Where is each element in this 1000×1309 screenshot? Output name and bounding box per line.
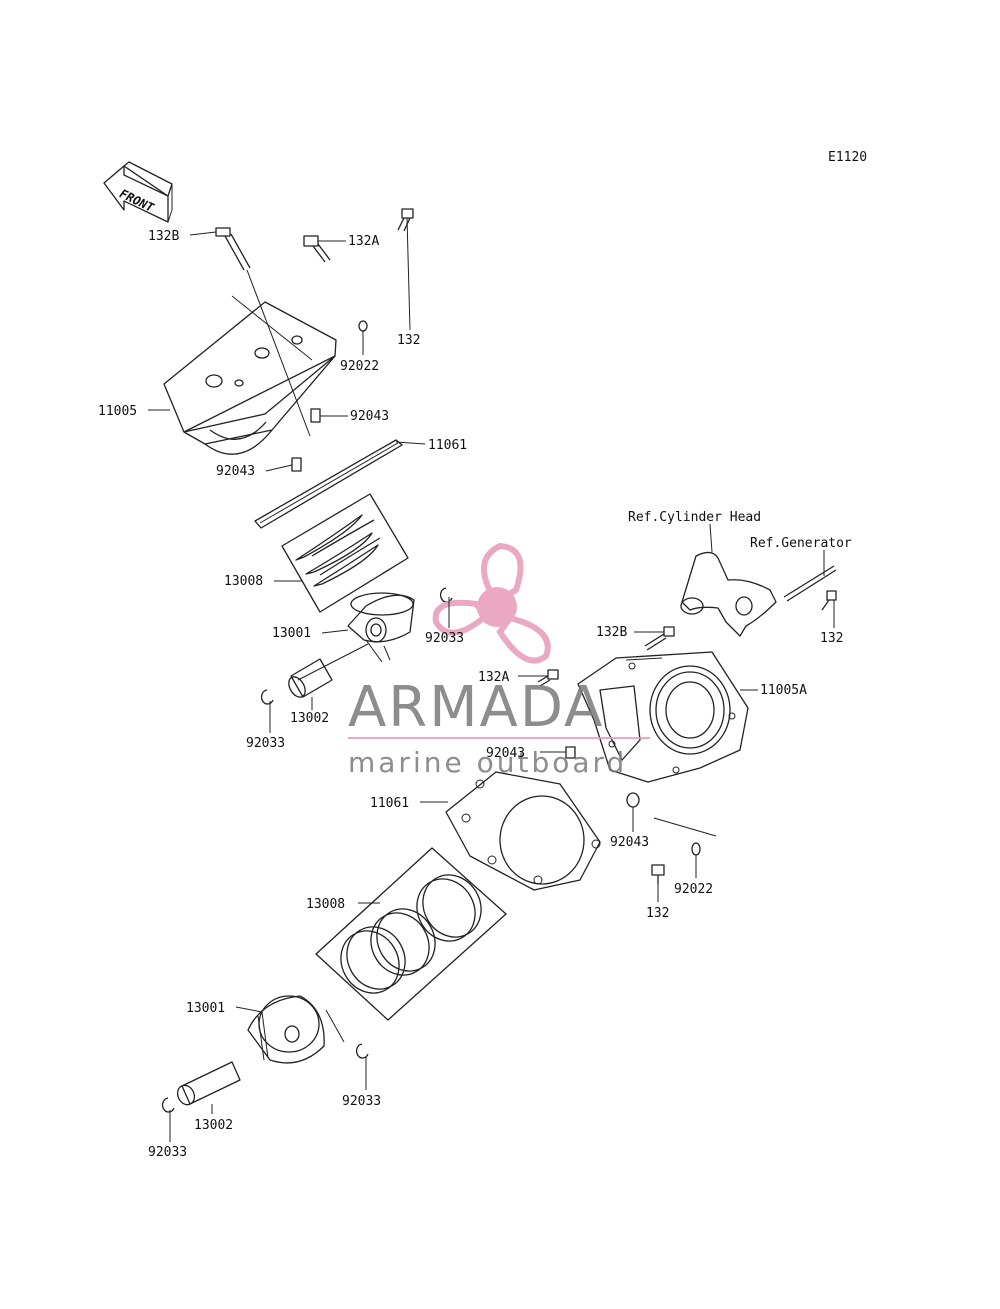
label-132b-top: 132B <box>148 229 179 244</box>
label-132-right-bottom: 132 <box>646 906 669 921</box>
dowel-92043-top-a <box>310 408 321 423</box>
bolt-132-top <box>397 208 414 232</box>
label-132-top: 132 <box>397 333 420 348</box>
circlip-92033-bottom-a <box>355 1043 369 1059</box>
cylinder-11005a <box>577 651 749 783</box>
piston-13001-top <box>347 592 415 663</box>
label-13008-top: 13008 <box>224 574 263 589</box>
label-92043-top-a: 92043 <box>350 409 389 424</box>
label-92033-bottom-b: 92033 <box>148 1145 187 1160</box>
label-13001-top: 13001 <box>272 626 311 641</box>
label-92033-top-b: 92033 <box>246 736 285 751</box>
piston-rings-13008-top <box>281 493 409 613</box>
label-11005: 11005 <box>98 404 137 419</box>
front-arrow-label: FRONT <box>116 187 157 214</box>
bolt-132a-top <box>303 235 331 263</box>
cylinder-head-ref-part <box>680 551 777 637</box>
label-13001-bottom: 13001 <box>186 1001 225 1016</box>
bolt-132-right-bottom <box>651 864 665 884</box>
dowel-92043-top-b <box>291 457 302 472</box>
label-11005a: 11005A <box>760 683 807 698</box>
label-13002-top: 13002 <box>290 711 329 726</box>
label-132b-right: 132B <box>596 625 627 640</box>
bolt-132-right <box>821 590 837 611</box>
watermark-tagline: marine outboard <box>348 746 627 779</box>
piston-pin-13002-top <box>288 658 333 698</box>
label-92043-right-b: 92043 <box>610 835 649 850</box>
label-132a-top: 132A <box>348 234 379 249</box>
dowel-92043-right-b <box>626 792 640 808</box>
piston-13001-bottom <box>247 995 325 1064</box>
circlip-92033-top-a <box>439 587 453 603</box>
watermark: ARMADA marine outboard <box>348 542 650 779</box>
front-arrow-icon: FRONT <box>103 161 173 223</box>
label-11061-top: 11061 <box>428 438 467 453</box>
label-92022-right: 92022 <box>674 882 713 897</box>
gasket-11061-right <box>445 771 601 891</box>
watermark-brand: ARMADA <box>348 675 604 740</box>
ref-generator-label: Ref.Generator <box>750 536 852 551</box>
ref-cylinder-head-label: Ref.Cylinder Head <box>628 510 761 525</box>
leader-lines <box>148 217 835 1142</box>
piston-pin-13002-bottom <box>176 1061 241 1106</box>
label-92043-right-a: 92043 <box>486 746 525 761</box>
circlip-92033-top-b <box>260 689 274 705</box>
propeller-icon <box>432 542 551 664</box>
label-13008-bottom: 13008 <box>306 897 345 912</box>
label-92033-top-a: 92033 <box>425 631 464 646</box>
label-132-right: 132 <box>820 631 843 646</box>
piston-rings-13008-bottom <box>315 847 507 1021</box>
washer-92022-top <box>358 320 368 332</box>
cylinder-11005 <box>163 295 337 455</box>
gasket-11061-top <box>254 439 403 529</box>
bolt-132b-top <box>215 227 251 271</box>
label-92043-top-b: 92043 <box>216 464 255 479</box>
label-132a-right: 132A <box>478 670 509 685</box>
diagram-code: E1120 <box>828 150 867 165</box>
label-92033-bottom-a: 92033 <box>342 1094 381 1109</box>
bolt-132b-right <box>644 626 675 651</box>
label-92022-top: 92022 <box>340 359 379 374</box>
washer-92022-right <box>691 842 701 856</box>
label-13002-bottom: 13002 <box>194 1118 233 1133</box>
circlip-92033-bottom-b <box>161 1097 175 1113</box>
bolt-132a-right <box>537 669 559 687</box>
label-11061-right: 11061 <box>370 796 409 811</box>
generator-ref-part <box>783 565 837 602</box>
